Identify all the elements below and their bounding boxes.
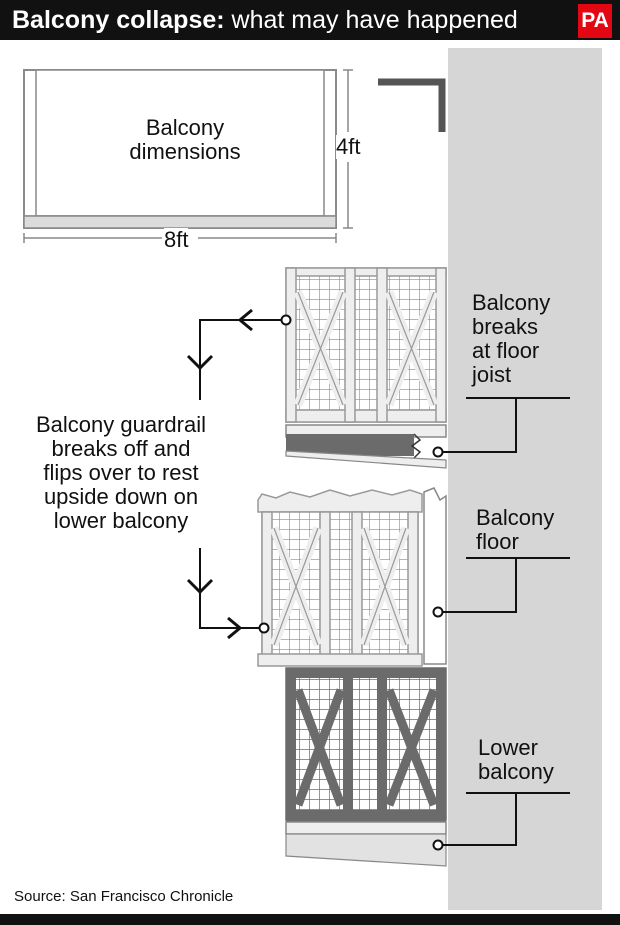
- fallen-guardrail: [257, 487, 447, 667]
- lower-balcony-label: Lower balcony: [478, 735, 554, 784]
- breaks-joist-label: Balcony breaks at floor joist: [472, 290, 551, 387]
- graphic-title: Balcony collapse: what may have happened: [12, 4, 518, 36]
- header-bar: Balcony collapse: what may have happened…: [0, 0, 620, 40]
- dimensions-plan: [23, 69, 353, 243]
- upper-balcony: [285, 267, 447, 469]
- building-wall: [448, 48, 602, 910]
- title-bold: Balcony collapse:: [12, 6, 225, 34]
- guardrail-label: Balcony guardrail breaks off and flips o…: [36, 412, 206, 533]
- source-credit: Source: San Francisco Chronicle: [14, 888, 234, 905]
- dimensions-label: Balcony dimensions: [129, 115, 241, 164]
- balcony-diagram: [23, 48, 602, 910]
- flip-arrow-path: [186, 308, 292, 640]
- title-rest: what may have happened: [224, 6, 518, 34]
- corner-bracket: [378, 78, 446, 132]
- lower-balcony: [285, 667, 447, 867]
- pa-logo: PA: [578, 4, 612, 38]
- depth-label: 4ft: [336, 134, 361, 159]
- callout-leaders: [432, 397, 570, 851]
- bottom-bar: [0, 914, 620, 925]
- floor-label: Balcony floor: [476, 505, 555, 554]
- width-label: 8ft: [164, 227, 189, 252]
